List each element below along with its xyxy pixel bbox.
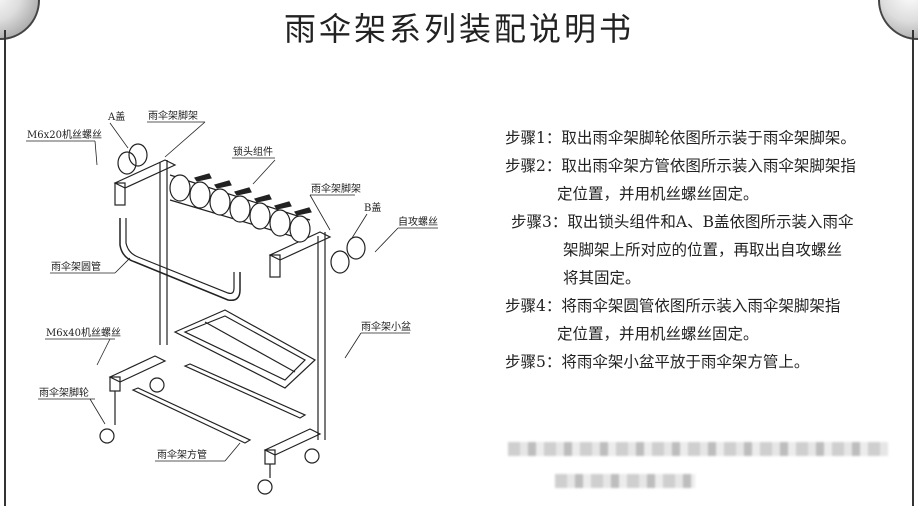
step-text: 取出雨伞架脚轮依图所示装于雨伞架脚架。 <box>561 129 856 147</box>
step-label: 步骤5： <box>505 353 562 371</box>
square-tube <box>131 387 252 444</box>
label-foot-frame-2: 雨伞架脚架 <box>311 182 361 195</box>
step-1: 步骤1：取出雨伞架脚轮依图所示装于雨伞架脚架。 <box>505 124 856 152</box>
step-3: 步骤3：取出锁头组件和A、B盖依图所示装入雨伞架脚架上所对应的位置，再取出自攻螺… <box>511 208 856 292</box>
a-cap <box>117 151 137 175</box>
label-b-cap: B盖 <box>364 201 381 214</box>
label-round-tube: 雨伞架圆管 <box>51 260 101 273</box>
step-text: 取出锁头组件和A、B盖依图所示装入雨伞 <box>567 213 854 231</box>
step-5: 步骤5：将雨伞架小盆平放于雨伞架方管上。 <box>505 348 856 376</box>
step-text-cont: 将其固定。 <box>563 269 641 287</box>
round-tube <box>119 218 241 302</box>
uprights <box>159 160 326 440</box>
blurred-text-line-1 <box>508 442 888 456</box>
step-4: 步骤4：将雨伞架圆管依图所示装入雨伞架脚架指定位置，并用机丝螺丝固定。 <box>505 292 856 348</box>
step-text-cont: 架脚架上所对应的位置，再取出自攻螺丝 <box>563 241 843 259</box>
label-m6x20: M6x20机丝螺丝 <box>27 128 102 141</box>
label-square-tube: 雨伞架方管 <box>157 448 207 461</box>
assembly-diagram: A盖 雨伞架脚架 M6x20机丝螺丝 锁头组件 雨伞架脚架 B盖 自攻螺丝 雨伞… <box>26 109 438 495</box>
label-m6x40: M6x40机丝螺丝 <box>46 326 121 339</box>
step-text-cont: 定位置，并用机丝螺丝固定。 <box>557 325 759 343</box>
step-text: 将雨伞架圆管依图所示装入雨伞架脚架指 <box>561 297 841 315</box>
step-text: 将雨伞架小盆平放于雨伞架方管上。 <box>561 353 810 371</box>
page-title: 雨伞架系列装配说明书 <box>283 10 634 48</box>
step-label: 步骤3： <box>511 213 568 231</box>
assembly-steps: 步骤1：取出雨伞架脚轮依图所示装于雨伞架脚架。 步骤2：取出雨伞架方管依图所示装… <box>505 124 856 376</box>
step-text-cont: 定位置，并用机丝螺丝固定。 <box>557 185 759 203</box>
b-cap <box>330 250 350 274</box>
casters <box>99 377 320 495</box>
step-2: 步骤2：取出雨伞架方管依图所示装入雨伞架脚架指定位置，并用机丝螺丝固定。 <box>505 152 856 208</box>
step-label: 步骤1： <box>505 129 562 147</box>
small-basin <box>173 309 317 389</box>
label-self-tapping-screw: 自攻螺丝 <box>398 215 438 228</box>
label-a-cap: A盖 <box>107 110 125 123</box>
label-foot-frame-1: 雨伞架脚架 <box>148 109 198 122</box>
step-text: 取出雨伞架方管依图所示装入雨伞架脚架指 <box>561 157 856 175</box>
lock-assembly <box>169 173 312 243</box>
label-caster: 雨伞架脚轮 <box>39 386 89 399</box>
label-lock-assembly: 锁头组件 <box>233 145 273 158</box>
step-label: 步骤2： <box>505 157 562 175</box>
bottom-frame <box>108 355 322 465</box>
blurred-text-line-2 <box>555 474 695 488</box>
step-label: 步骤4： <box>505 297 562 315</box>
page-border-right <box>912 30 914 506</box>
label-small-basin: 雨伞架小盆 <box>361 320 411 333</box>
page-border-left <box>4 30 6 506</box>
